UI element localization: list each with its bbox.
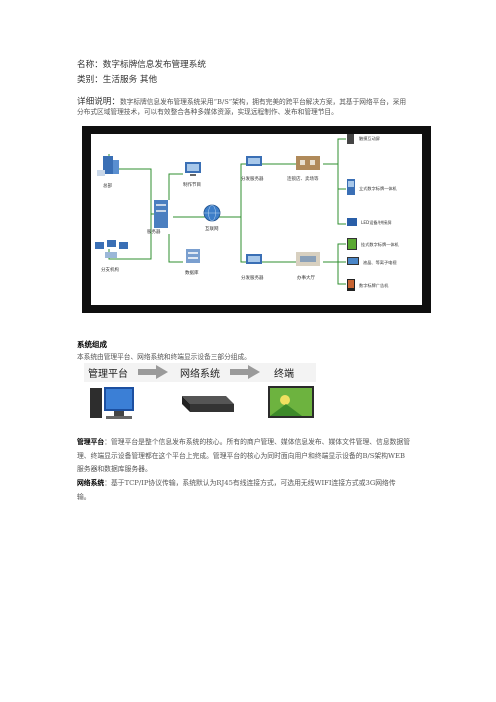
database-icon: [186, 249, 200, 263]
dist-server-bottom-icon: [246, 254, 262, 264]
hq-icon: [97, 156, 119, 176]
category-value: 生活服务 其他: [102, 75, 158, 85]
chain-store-icon: [296, 156, 320, 170]
components-svg: 管理平台 网络系统 终端: [78, 360, 322, 425]
para-mgmt-line2: 理、终端显示设备管理都在这个平台上完成。管理平台的核心为同时面向用户和终端显示设…: [77, 451, 405, 460]
wall-display-label: 挂式数字标牌一体机: [361, 241, 400, 248]
detail-line-1: 详细说明：数字标牌信息发布管理系统采用“B/S”架构，拥有完美的跨平台解决方案，…: [77, 89, 406, 108]
touch-screen-label: 触摸互动屏: [359, 135, 380, 142]
server-icon: [154, 200, 168, 228]
terminal-display-icon: [268, 386, 314, 418]
ad-machine-label: 数字标牌广告机: [359, 282, 389, 289]
branch-label: 分支机构: [101, 266, 119, 273]
components-diagram: 管理平台 网络系统 终端: [78, 360, 322, 425]
para-network-line1: ：基于TCP/IP协议传输，系统默认为RJ45有线连接方式，可选用无线WIFI连…: [104, 479, 396, 487]
production-icon: [185, 162, 201, 176]
detail-line-2: 分布式区域管理技术，可以有效整合各种多媒体资源，实现远程制作、发布和管理节目。: [77, 108, 338, 116]
topology-connectors: [108, 138, 346, 285]
topology-svg: 总部 分支机构 服务器: [95, 134, 400, 291]
dist-server-bottom-label: 分发服务器: [241, 274, 264, 281]
kiosk-icon: [347, 179, 355, 195]
para-network: 网络系统：基于TCP/IP协议传输，系统默认为RJ45有线连接方式，可选用无线W…: [77, 477, 427, 504]
category-label: 类别：: [77, 75, 103, 85]
label-mgmt: 管理平台: [88, 367, 128, 380]
pc-icon: [90, 387, 134, 419]
arrow-shapes: [138, 365, 260, 379]
name-label: 名称：: [77, 60, 103, 70]
chain-store-label: 连锁店、卖场等: [287, 175, 319, 182]
internet-label: 互联网: [205, 225, 219, 232]
branch-icon: [95, 240, 128, 258]
category-line: 类别：生活服务 其他: [77, 73, 157, 85]
server-label: 服务器: [147, 228, 161, 235]
para-network-line2: 输。: [77, 492, 91, 501]
office-hall-icon: [296, 252, 320, 266]
internet-globe-icon: [203, 204, 221, 222]
dist-server-top-label: 分发服务器: [241, 175, 264, 182]
database-label: 数据库: [185, 269, 199, 276]
name-value: 数字标牌信息发布管理系统: [102, 60, 206, 70]
label-terminal: 终端: [274, 367, 294, 380]
section-intro: 本系统由管理平台、网络系统和终端显示设备三部分组成。: [77, 353, 251, 361]
kiosk-label: 立式数字标牌一体机: [359, 185, 398, 192]
led-icon: [347, 218, 357, 226]
para-mgmt: 管理平台：管理平台是整个信息发布系统的核心。所有的商户管理、媒体信息发布、媒体文…: [77, 436, 427, 477]
tv-label: 液晶、等离子电视: [363, 259, 397, 266]
wall-display-icon: [347, 238, 357, 250]
tv-icon: [347, 257, 359, 265]
office-hall-label: 办事大厅: [297, 274, 315, 281]
hq-label: 总部: [103, 182, 112, 189]
topology-diagram: 总部 分支机构 服务器: [82, 126, 431, 313]
section-title: 系统组成: [77, 340, 107, 349]
detail-text-1: 数字标牌信息发布管理系统采用“B/S”架构，拥有完美的跨平台解决方案，其基于网络…: [119, 98, 407, 106]
ad-machine-icon: [347, 279, 355, 291]
para-mgmt-line3: 服务器和数据库服务器。: [77, 465, 152, 473]
production-label: 制作节目: [183, 181, 201, 188]
name-line: 名称：数字标牌信息发布管理系统: [77, 58, 206, 70]
label-network: 网络系统: [180, 367, 220, 380]
touch-screen-icon: [347, 134, 354, 144]
detail-label: 详细说明：: [77, 97, 120, 107]
led-label: LED设备/拼接屏: [361, 219, 392, 226]
para-network-term: 网络系统: [77, 479, 105, 487]
para-mgmt-line1: ：管理平台是整个信息发布系统的核心。所有的商户管理、媒体信息发布、媒体文件管理、…: [104, 438, 411, 446]
para-mgmt-term: 管理平台: [77, 438, 105, 446]
dist-server-top-icon: [246, 156, 262, 166]
network-switch-icon: [182, 396, 234, 412]
